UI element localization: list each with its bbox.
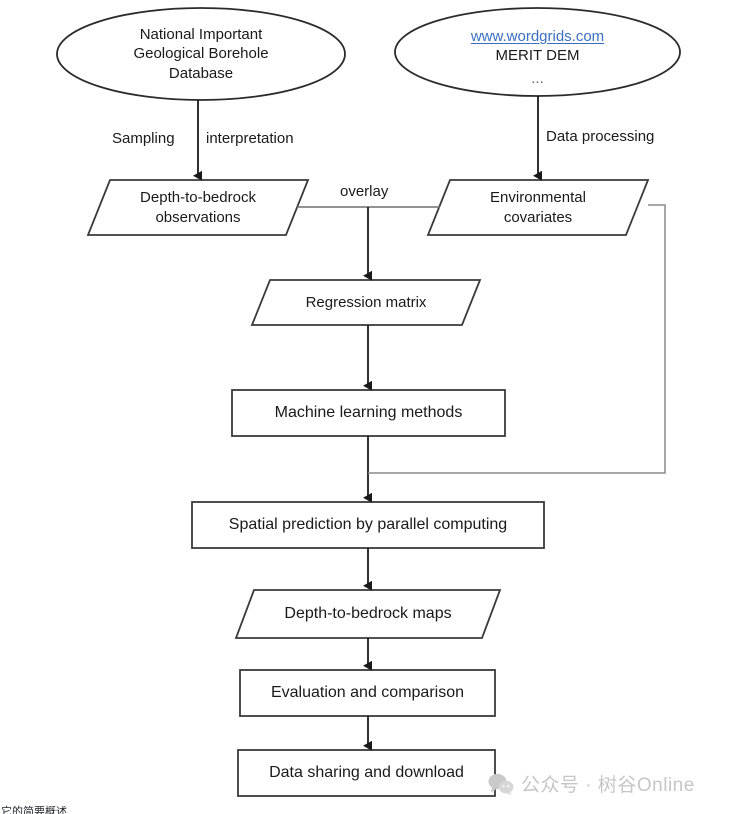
node-borehole-database <box>56 7 346 101</box>
edge-label-data-processing: Data processing <box>546 128 655 145</box>
node-machine-learning-methods <box>231 389 506 437</box>
footer-cut-text: 它的简要概述 <box>1 806 67 814</box>
wechat-icon <box>488 773 514 795</box>
node-evaluation-comparison <box>239 669 496 717</box>
node-environmental-covariates <box>426 179 650 236</box>
watermark-text: 公众号 · 树谷Online <box>521 775 695 796</box>
node-depth-observations <box>86 179 310 236</box>
node-covariate-sources <box>394 7 681 97</box>
edge-covariates-feedback <box>368 204 666 474</box>
edge-label-sampling: Sampling <box>112 130 175 147</box>
edge-label-interpretation: interpretation <box>206 130 294 147</box>
node-depth-maps <box>234 589 502 639</box>
node-data-sharing <box>237 749 496 797</box>
edge-label-overlay: overlay <box>340 183 389 200</box>
watermark: 公众号 · 树谷Online <box>488 770 695 797</box>
node-regression-matrix <box>250 279 482 326</box>
node-spatial-prediction <box>191 501 545 549</box>
